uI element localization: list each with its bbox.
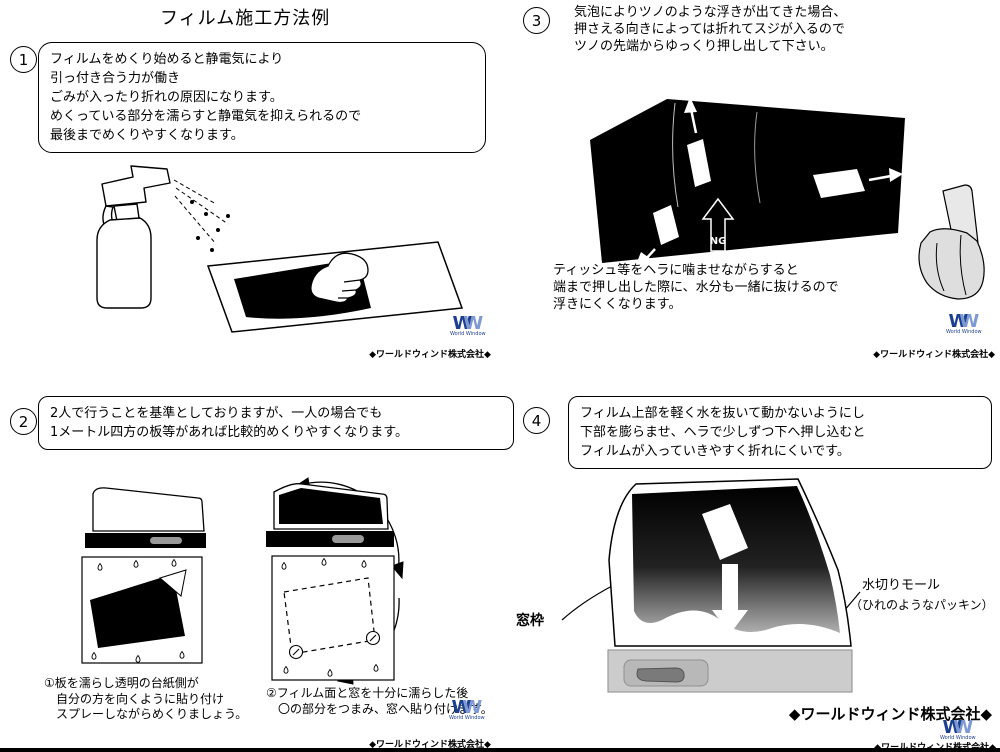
board-peel-illustration bbox=[81, 487, 206, 664]
company-name-large: ◆ワールドウィンド株式会社◆ bbox=[788, 705, 992, 723]
film-crease-line bbox=[672, 102, 679, 208]
ng-label: NG bbox=[710, 236, 727, 247]
molding-sublabel: （ひれのようなパッキン） bbox=[850, 598, 994, 612]
step3-note-text: ティッシュ等をヘラに噛ませながらすると 端まで押し出した際に、水分も一緒に抜ける… bbox=[553, 263, 839, 312]
board bbox=[271, 555, 395, 681]
step1-number-badge: 1 bbox=[10, 46, 37, 73]
step2-caption-left: ①板を濡らし透明の台紙側が 自分の方を向くように貼り付け スプレーしながらめくり… bbox=[44, 676, 248, 721]
worldwind-logo-mark: WW bbox=[948, 311, 980, 332]
squeegee-right-icon bbox=[813, 168, 903, 198]
step2-number: 2 bbox=[18, 412, 29, 431]
spray-mist-icon bbox=[173, 179, 230, 252]
step2-caption-right: ②フィルム面と窓を十分に濡らした後 〇の部分をつまみ、窓へ貼り付けます。 bbox=[266, 686, 493, 716]
worldwind-logo-subtitle: World Window bbox=[940, 735, 976, 741]
door-body bbox=[607, 649, 853, 693]
bubble-pushout-illustration: NG bbox=[590, 97, 985, 300]
company-name: ◆ワールドウィンド株式会社◆ bbox=[369, 740, 491, 750]
worldwind-logo: WW World Window bbox=[940, 717, 976, 741]
door-top-strip bbox=[85, 533, 206, 548]
pinch-point-circles bbox=[288, 630, 381, 660]
arrow-down-icon bbox=[712, 564, 748, 634]
tissue-squeegee-icon bbox=[918, 184, 985, 300]
worldwind-logo-mark: WW bbox=[451, 697, 483, 718]
window-handle bbox=[332, 535, 364, 543]
step3-instruction-text: 気泡によりツノのような浮きが出てきた場合、 押さえる向きによっては折れてスジが入… bbox=[574, 5, 847, 54]
door-top-strip bbox=[266, 531, 394, 547]
worldwind-logo: WW World Window bbox=[946, 311, 982, 335]
spray-and-peel-illustration bbox=[96, 165, 464, 333]
squeegee-silhouette-icon bbox=[702, 504, 748, 560]
squeegee-down-icon bbox=[635, 205, 679, 267]
worldwind-logo-subtitle: World Window bbox=[946, 329, 982, 335]
worldwind-logo: WW World Window bbox=[449, 697, 485, 721]
page-title: フィルム施工方法例 bbox=[160, 8, 331, 29]
spray-bottle-icon bbox=[96, 165, 171, 309]
molding-label: 水切りモール bbox=[862, 578, 941, 593]
company-name: ◆ワールドウィンド株式会社◆ bbox=[369, 350, 491, 360]
company-name: ◆ワールドウィンド株式会社◆ bbox=[866, 740, 996, 752]
step1-instruction-box: フィルムをめくり始めると静電気により 引っ付き合う力が働き ごみが入ったり折れの… bbox=[38, 42, 486, 153]
step4-number-badge: 4 bbox=[523, 407, 550, 434]
step4-number: 4 bbox=[531, 411, 542, 430]
step2-number-badge: 2 bbox=[10, 408, 37, 435]
worldwind-logo-subtitle: World Window bbox=[449, 715, 485, 721]
worldwind-logo-mark: WW bbox=[452, 313, 484, 334]
step4-instruction-box: フィルム上部を軽く水を抜いて動かないようにし 下部を膨らませ、ヘラで少しずつ下へ… bbox=[568, 396, 992, 469]
window-glass bbox=[92, 487, 205, 532]
step3-number-badge: 3 bbox=[523, 7, 550, 34]
ng-arrow-icon: NG bbox=[701, 197, 735, 252]
hand-icon bbox=[310, 252, 369, 304]
window-frame-label: 窓枠 bbox=[516, 613, 544, 629]
worldwind-logo-subtitle: World Window bbox=[450, 331, 486, 337]
company-name: ◆ワールドウィンド株式会社◆ bbox=[873, 350, 995, 360]
worldwind-logo-mark: WW bbox=[942, 717, 974, 738]
door-pushdown-illustration bbox=[561, 478, 861, 693]
window-handle bbox=[150, 537, 182, 544]
backing-fold bbox=[158, 569, 187, 597]
film-crease-line bbox=[754, 111, 761, 204]
step2-instruction-box: 2人で行うことを基準としておりますが、一人の場合でも 1メートル四方の板等があれ… bbox=[38, 396, 514, 450]
leader-line-window-frame bbox=[561, 585, 613, 621]
page-bottom-border bbox=[0, 748, 1000, 752]
film-on-board bbox=[90, 574, 185, 648]
step1-number: 1 bbox=[18, 50, 29, 69]
film-to-window-illustration bbox=[266, 477, 404, 685]
film-gradient-area bbox=[632, 486, 840, 633]
squeegee-up-icon bbox=[684, 97, 711, 187]
worldwind-logo: WW World Window bbox=[450, 313, 486, 337]
window-film bbox=[279, 488, 383, 524]
step3-number: 3 bbox=[531, 11, 542, 30]
door-handle bbox=[636, 667, 685, 683]
